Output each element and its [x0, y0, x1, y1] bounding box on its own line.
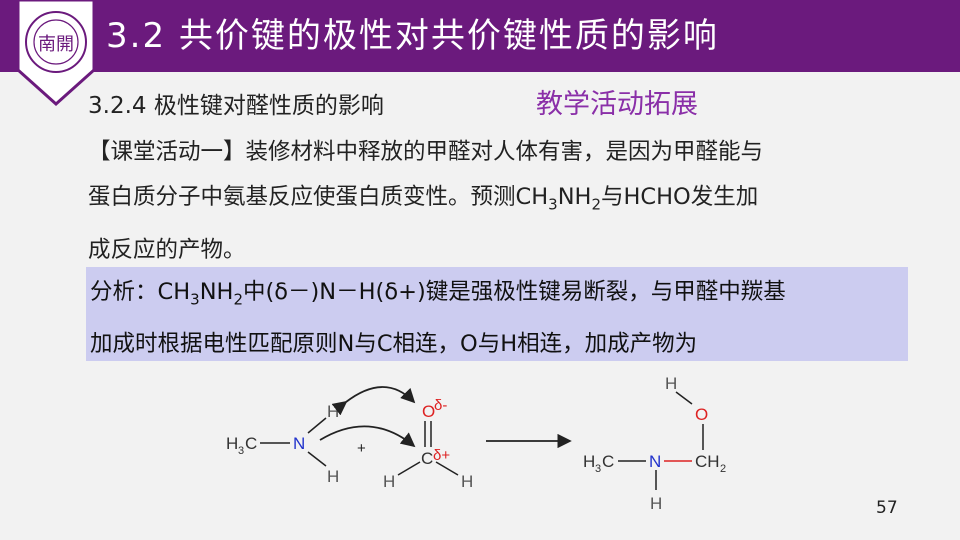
amine-h-bottom: H	[327, 467, 339, 486]
amine-h-top: H	[327, 402, 339, 421]
page-number: 57	[876, 498, 898, 518]
c-h-right-bond	[435, 461, 459, 476]
analysis-box: 分析：CH3NH2中(δ－)N－H(δ+)键是强极性键易断裂，与甲醛中羰基 加成…	[86, 267, 908, 361]
delta-minus: δ-	[434, 397, 447, 414]
n-h-bottom-bond	[307, 451, 327, 467]
product-o-h-bond	[675, 391, 693, 405]
formaldehyde-h-left: H	[383, 472, 395, 491]
methyl-c: C	[245, 434, 257, 453]
carbonyl-o: O	[422, 402, 435, 421]
electron-arrow-top	[331, 386, 416, 416]
slide-title: 3.2 共价键的极性对共价键性质的影响	[106, 16, 719, 56]
n-h-top-bond	[307, 417, 327, 434]
activity-paragraph: 【课堂活动一】装修材料中释放的甲醛对人体有害，是因为甲醛能与 蛋白质分子中氨基反…	[88, 130, 908, 273]
product-ch2-sub: 2	[720, 463, 726, 475]
activity-line-2: 蛋白质分子中氨基反应使蛋白质变性。预测CH3NH2与HCHO发生加	[88, 184, 759, 214]
product-methyl-sub: 3	[595, 463, 601, 475]
product-ch2: CH	[695, 452, 720, 471]
reaction-diagram: H 3 C N H H + O δ- C δ+ H H H O H 3 C N …	[226, 374, 726, 513]
title-bar: 3.2 共价键的极性对共价键性质的影响	[0, 0, 960, 72]
logo-text: 南開	[38, 34, 74, 55]
methyl-h: H	[226, 434, 238, 453]
c-h-left-bond	[397, 461, 421, 476]
amine-n: N	[293, 434, 305, 453]
product-methyl-h: H	[583, 452, 595, 471]
analysis-line-2: 加成时根据电性匹配原则N与C相连，O与H相连，加成产物为	[90, 330, 698, 357]
product-methyl-c: C	[602, 452, 614, 471]
product-o: O	[695, 405, 708, 424]
activity-line-3: 成反应的产物。	[88, 236, 246, 263]
teaching-activity-label: 教学活动拓展	[536, 89, 698, 120]
product-hydroxyl-h: H	[665, 374, 677, 393]
section-subtitle: 3.2.4 极性键对醛性质的影响	[88, 93, 384, 119]
formaldehyde-h-right: H	[461, 472, 473, 491]
activity-line-1: 【课堂活动一】装修材料中释放的甲醛对人体有害，是因为甲醛能与	[88, 139, 764, 165]
plus-sign: +	[357, 440, 366, 457]
electron-arrow-bottom	[319, 425, 416, 448]
analysis-line-1: 分析：CH3NH2中(δ－)N－H(δ+)键是强极性键易断裂，与甲醛中羰基	[90, 279, 786, 309]
product-amine-h: H	[650, 494, 662, 513]
university-logo: 南開	[16, 0, 96, 106]
product-n: N	[649, 452, 661, 471]
methyl-sub: 3	[238, 445, 244, 457]
carbonyl-c: C	[421, 449, 433, 468]
delta-plus: δ+	[433, 447, 450, 464]
